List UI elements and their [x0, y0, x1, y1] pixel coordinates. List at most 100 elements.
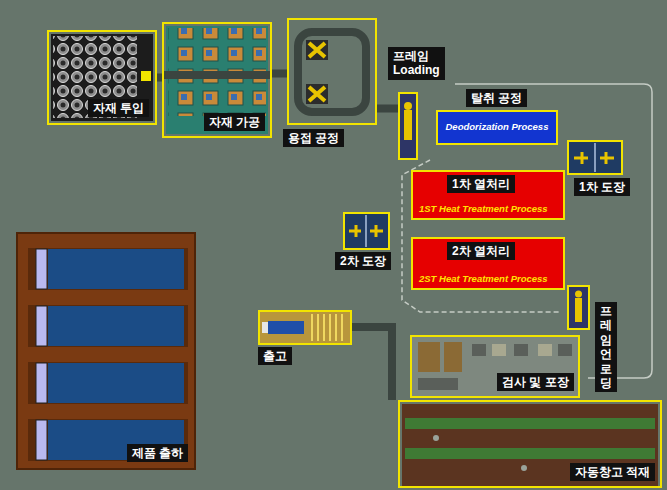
shipping-dock: [312, 314, 342, 341]
inspection-packing: [412, 337, 578, 396]
welding-loop: [298, 32, 366, 112]
truck-bay: [36, 249, 47, 289]
welding-loop: [306, 84, 328, 104]
truck-bay: [16, 232, 196, 470]
shipping-dock: [268, 321, 304, 334]
truck-bay: [16, 232, 196, 470]
area-label: 자재 투입: [88, 99, 149, 117]
machining-cells: [164, 71, 270, 79]
welding-loop: [309, 43, 325, 57]
automated-warehouse: [433, 435, 439, 441]
process-caption: Deodorization Process: [446, 121, 549, 132]
area-label: 2차 열처리: [447, 242, 515, 260]
inspection-packing: [514, 344, 528, 356]
auto-warehouse: 자동창고 적재: [398, 400, 662, 488]
inspection-packing: [412, 337, 578, 396]
machining-cells: [166, 26, 268, 134]
truck-bay: [36, 306, 47, 346]
frame-loader: [575, 291, 582, 298]
pipe-stock: [51, 34, 153, 121]
welding-loop: [298, 32, 366, 112]
truck-bay: [28, 305, 188, 347]
conveyor-link: [272, 70, 287, 78]
shipping-dock: [260, 312, 350, 343]
area-label: 탈취 공정: [466, 89, 527, 107]
shipping-dock: [262, 322, 268, 333]
inspection-packing: [418, 342, 440, 372]
heat-treatment-box: 2차 열처리 2ST Heat Treatment Process: [411, 237, 565, 290]
truck-bay: [36, 420, 47, 460]
truck-bay: [28, 248, 188, 290]
truck-bay: [48, 306, 184, 346]
inspection-packing: [418, 378, 458, 390]
frame-loader: [404, 102, 412, 110]
area-label: 자재 가공: [204, 113, 265, 131]
area-label: 1차 도장: [574, 178, 630, 196]
paint-booth: 2차 도장: [343, 212, 390, 250]
area-label: 제품 출하: [127, 444, 188, 462]
inspection-packing: 검사 및 포장: [410, 335, 580, 398]
truck-bay: [36, 363, 47, 403]
frame-loader: [569, 287, 588, 328]
product-shipping: 제품 출하: [16, 232, 196, 470]
inspection-packing: [472, 344, 486, 356]
automated-warehouse: [405, 448, 655, 459]
painting-booth: [569, 142, 621, 173]
painting-booth: [345, 214, 388, 248]
automated-warehouse: [402, 404, 658, 486]
automated-warehouse: [402, 404, 658, 486]
automated-warehouse: [405, 418, 655, 429]
frame-loader: [400, 94, 416, 158]
area-label: 자동창고 적재: [570, 463, 655, 481]
truck-bay: [48, 249, 184, 289]
paint-booth: 1차 도장: [567, 140, 623, 175]
painting-booth: [365, 215, 367, 247]
deodorization-box: 탈취 공정Deodorization Process: [436, 110, 558, 145]
welding-loop: [309, 87, 325, 101]
area-label: 프레임 언 로딩: [595, 302, 617, 392]
heat-treatment-box: 1차 열처리 1ST Heat Treatment Process: [411, 170, 565, 220]
conveyor-road: [352, 323, 396, 400]
area-label: 검사 및 포장: [497, 373, 574, 391]
area-label: 출고: [258, 347, 292, 365]
machining-cells: [164, 26, 270, 134]
truck-bay: [48, 363, 184, 403]
frame-loader: [575, 298, 582, 322]
area-label: 용접 공정: [283, 129, 344, 147]
frame-loader: [400, 94, 588, 328]
automated-warehouse: [521, 465, 527, 471]
painting-booth: [370, 225, 383, 237]
truck-bay: [28, 362, 188, 404]
conveyor-road: [388, 323, 396, 400]
area-label: 프레임 Loading: [388, 47, 445, 80]
machining-area: 자재 가공: [162, 22, 272, 138]
area-label: 2차 도장: [335, 252, 391, 270]
painting-booth: [574, 152, 588, 164]
process-caption: 1ST Heat Treatment Process: [419, 203, 548, 214]
process-caption: 2ST Heat Treatment Process: [419, 273, 548, 284]
frame-loading: 프레임 Loading: [398, 92, 418, 160]
inspection-packing: [558, 344, 572, 356]
conveyor-link: [377, 105, 398, 113]
area-label: 1차 열처리: [447, 175, 515, 193]
painting-booth: [349, 225, 361, 237]
painting-booth: [594, 143, 596, 172]
shipping-dock: [260, 312, 350, 343]
inspection-packing: [492, 344, 506, 356]
welding-loop: [306, 40, 328, 60]
inspection-packing: [444, 342, 462, 372]
dispatch-area: 출고: [258, 310, 352, 345]
frame-unloading: 프레임 언 로딩: [567, 285, 590, 330]
pipe-stock: [51, 34, 153, 121]
inspection-packing: [538, 344, 552, 356]
frame-loader: [404, 110, 412, 140]
pipe-stock: [141, 71, 151, 81]
welding-area: 용접 공정: [287, 18, 377, 125]
painting-booth: [600, 152, 614, 164]
